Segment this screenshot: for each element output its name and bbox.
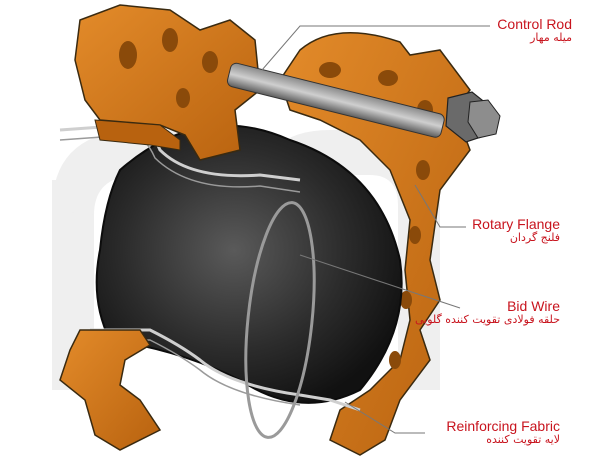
leader-reinforcing-fabric [344, 401, 425, 434]
leader-rotary-flange [414, 184, 466, 228]
callout-control-rod: Control Rod میله مهار [497, 16, 572, 45]
flange-left [59, 4, 261, 451]
callout-reinforcing-fabric: Reinforcing Fabric لایه تقویت کننده [446, 418, 560, 447]
control-rod-icon [226, 62, 501, 143]
label-reinforcing-fabric: Reinforcing Fabric [446, 418, 560, 434]
label-rotary-flange: Rotary Flange [472, 216, 560, 232]
label-control-rod-fa: میله مهار [530, 31, 572, 45]
leader-bid-wire [299, 254, 461, 309]
leader-control-rod [261, 25, 490, 71]
label-reinforcing-fabric-fa: لایه تقویت کننده [486, 433, 560, 447]
leader-lines [261, 25, 490, 434]
expansion-joint-illustration [59, 4, 501, 456]
callout-bid-wire: Bid Wire حلقه فولادی تقویت کننده گلویی [415, 298, 560, 327]
label-control-rod: Control Rod [497, 16, 572, 32]
label-bid-wire-fa: حلقه فولادی تقویت کننده گلویی [415, 313, 560, 327]
bid-wire-ring [244, 201, 316, 439]
callout-rotary-flange: Rotary Flange فلنج گردان [472, 216, 560, 245]
rotary-flange-right [279, 31, 471, 456]
rubber-body [95, 124, 403, 404]
label-bid-wire: Bid Wire [507, 298, 560, 314]
label-rotary-flange-fa: فلنج گردان [509, 231, 560, 245]
